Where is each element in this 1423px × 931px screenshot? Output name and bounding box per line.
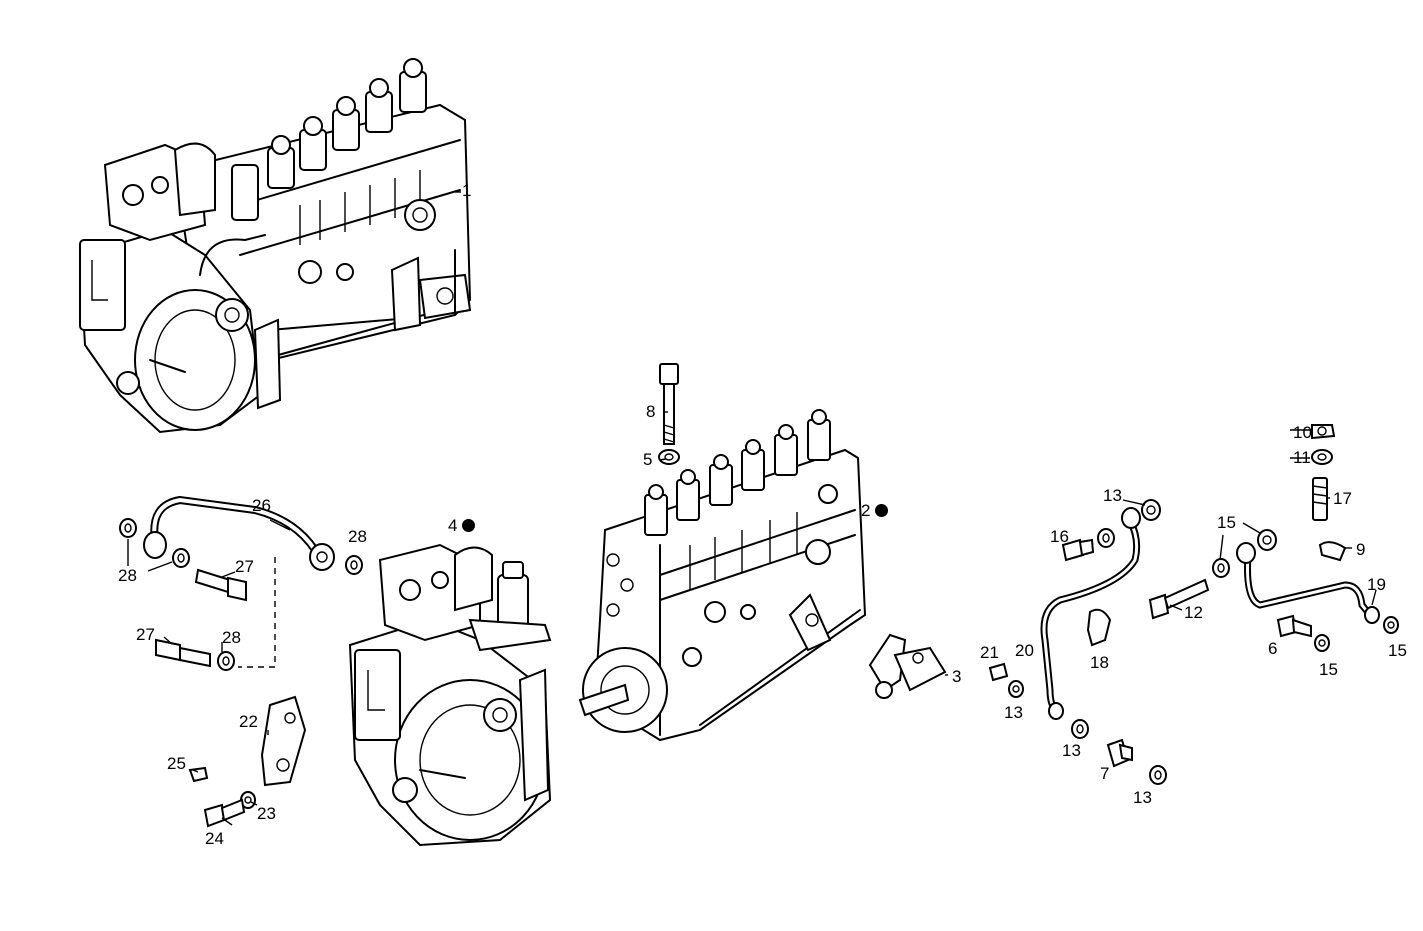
- pump-body: [578, 409, 867, 742]
- clip-9: [1318, 541, 1347, 562]
- label-part-21: 21: [980, 643, 999, 662]
- label-part-3: 3: [952, 667, 962, 686]
- label-part-13: 13: [1103, 486, 1122, 505]
- label-part-4: 4: [448, 516, 476, 535]
- label-part-1: 1: [462, 181, 472, 200]
- label-part-22: 22: [239, 712, 258, 731]
- label-part-9: 9: [1356, 540, 1366, 559]
- governor-assembly: [348, 543, 552, 847]
- label-part-27: 27: [235, 557, 254, 576]
- label-part-17: 17: [1333, 489, 1352, 508]
- label-part-19: 19: [1367, 575, 1386, 594]
- oil-pipe-26: [143, 495, 335, 571]
- label-part-18: 18: [1090, 653, 1109, 672]
- pipe-20: [1040, 507, 1141, 720]
- leader-lines: [127, 191, 1377, 826]
- label-part-15: 15: [1217, 513, 1236, 532]
- label-part-20: 20: [1015, 641, 1034, 660]
- plate-22: [260, 695, 307, 787]
- label-part-28: 28: [348, 527, 367, 546]
- label-part-2: 2: [861, 501, 889, 520]
- label-part-26: 26: [252, 496, 271, 515]
- label-part-4-text: 4: [448, 516, 458, 535]
- label-part-25: 25: [167, 754, 186, 773]
- label-part-2-text: 2: [861, 501, 871, 520]
- label-part-11: 11: [1293, 448, 1311, 467]
- label-part-12: 12: [1184, 603, 1203, 622]
- washers: [119, 449, 1399, 809]
- label-part-13: 13: [1133, 788, 1152, 807]
- bolts: [155, 363, 1336, 828]
- label-part-24: 24: [205, 829, 224, 848]
- label-part-27: 27: [136, 625, 155, 644]
- label-part-7: 7: [1100, 764, 1110, 783]
- label-part-6: 6: [1268, 639, 1278, 658]
- label-part-15: 15: [1319, 660, 1338, 679]
- pipe-19: [1236, 542, 1380, 624]
- label-part-15: 15: [1388, 641, 1407, 660]
- marker-dot-icon: [875, 504, 889, 517]
- label-part-16: 16: [1050, 527, 1069, 546]
- label-part-5: 5: [643, 450, 653, 469]
- key-25: [188, 766, 209, 783]
- label-part-28: 28: [118, 566, 137, 585]
- label-part-8: 8: [646, 402, 656, 421]
- label-part-13: 13: [1004, 703, 1023, 722]
- marker-dot-icon: [462, 519, 476, 532]
- label-part-28: 28: [222, 628, 241, 647]
- label-part-23: 23: [257, 804, 276, 823]
- label-part-10: 10: [1293, 423, 1312, 442]
- bracket-3: [868, 633, 947, 699]
- injection-pump-complete: [78, 58, 472, 434]
- label-part-13: 13: [1062, 741, 1081, 760]
- clamp-18: [1086, 608, 1112, 647]
